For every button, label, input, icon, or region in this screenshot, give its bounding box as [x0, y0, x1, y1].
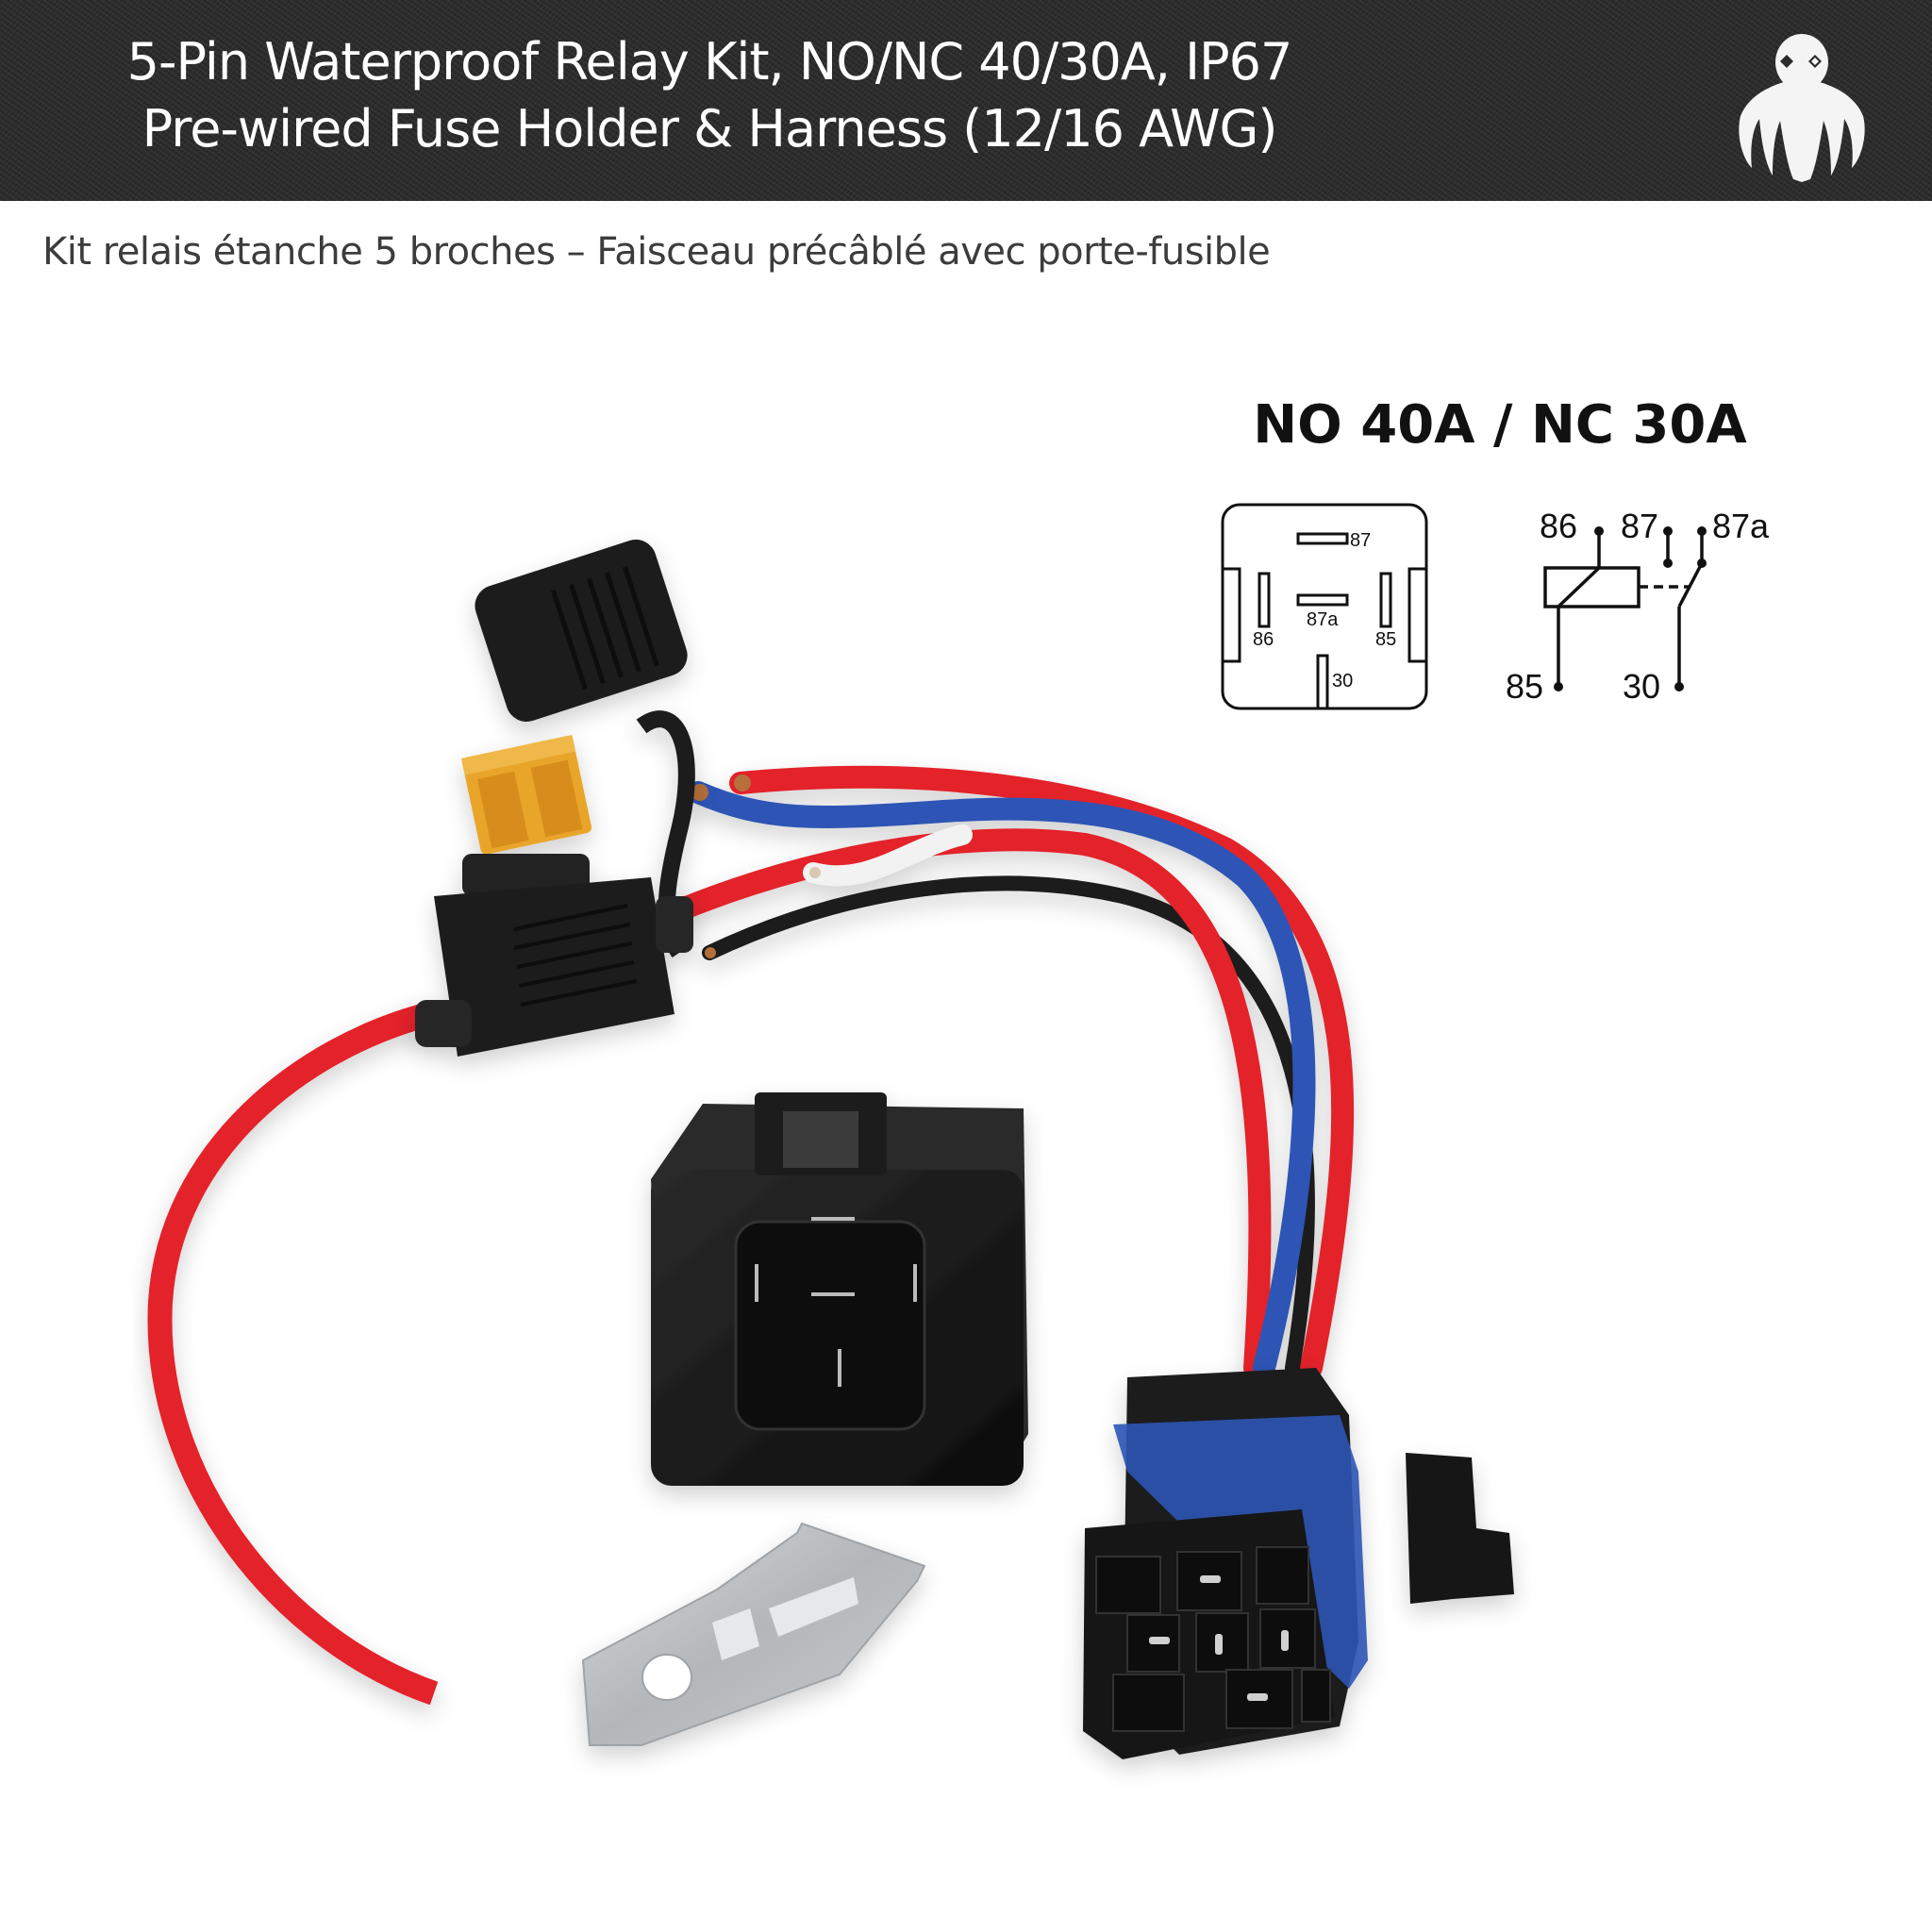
schematic-label-85: 85: [1506, 667, 1543, 706]
spec-heading: NO 40A / NC 30A: [1253, 394, 1747, 456]
pin-30-slot: [1316, 654, 1329, 710]
relay-schematic: 86 87 87a 85 30: [1506, 507, 1770, 706]
pin-label-87a: 87a: [1307, 609, 1339, 630]
pin-label-85: 85: [1375, 629, 1396, 650]
fuse-holder-boot-right: [656, 896, 693, 953]
wire-harness: [668, 765, 1355, 1379]
title-line-2: Pre-wired Fuse Holder & Harness (12/16 A…: [142, 99, 1278, 158]
red-wire-inner: [668, 828, 1272, 1379]
product-photo: [147, 539, 1514, 1759]
pin-87a-slot: [1296, 593, 1349, 607]
fuse-cap: [475, 539, 688, 723]
relay: [651, 1092, 1028, 1486]
relay-pin-layout-diagram: 87 87a 86 85 30: [1221, 503, 1428, 710]
schematic-label-87: 87: [1621, 507, 1658, 545]
fuse-holder-body: [434, 877, 675, 1057]
pin-label-86: 86: [1253, 629, 1274, 650]
red-wire-outer: [729, 765, 1355, 1379]
header-banner: 5-Pin Waterproof Relay Kit, NO/NC 40/30A…: [0, 0, 1932, 201]
inline-fuse-holder: [415, 539, 695, 1057]
subtitle-french: Kit relais étanche 5 broches – Faisceau …: [42, 230, 1271, 274]
title-line-1: 5-Pin Waterproof Relay Kit, NO/NC 40/30A…: [126, 32, 1293, 92]
octopus-logo-icon: [1739, 34, 1865, 182]
pin-85-slot: [1379, 572, 1392, 628]
schematic-label-87a: 87a: [1712, 507, 1770, 545]
fuse-holder-boot-left: [415, 1000, 472, 1047]
pin-86-slot: [1257, 572, 1271, 628]
white-wire: [803, 824, 973, 887]
blade-fuse: [460, 735, 592, 855]
pin-label-30: 30: [1332, 671, 1353, 691]
socket-latch: [1406, 1453, 1514, 1604]
schematic-label-30: 30: [1623, 667, 1660, 706]
pin-87-slot: [1296, 532, 1349, 545]
red-power-wire: [147, 1002, 439, 1706]
blue-wire: [687, 781, 1316, 1379]
schematic-label-86: 86: [1540, 507, 1577, 545]
pin-label-87: 87: [1350, 530, 1371, 551]
relay-socket-connector: [1083, 1368, 1514, 1759]
mounting-bracket: [581, 1522, 926, 1746]
